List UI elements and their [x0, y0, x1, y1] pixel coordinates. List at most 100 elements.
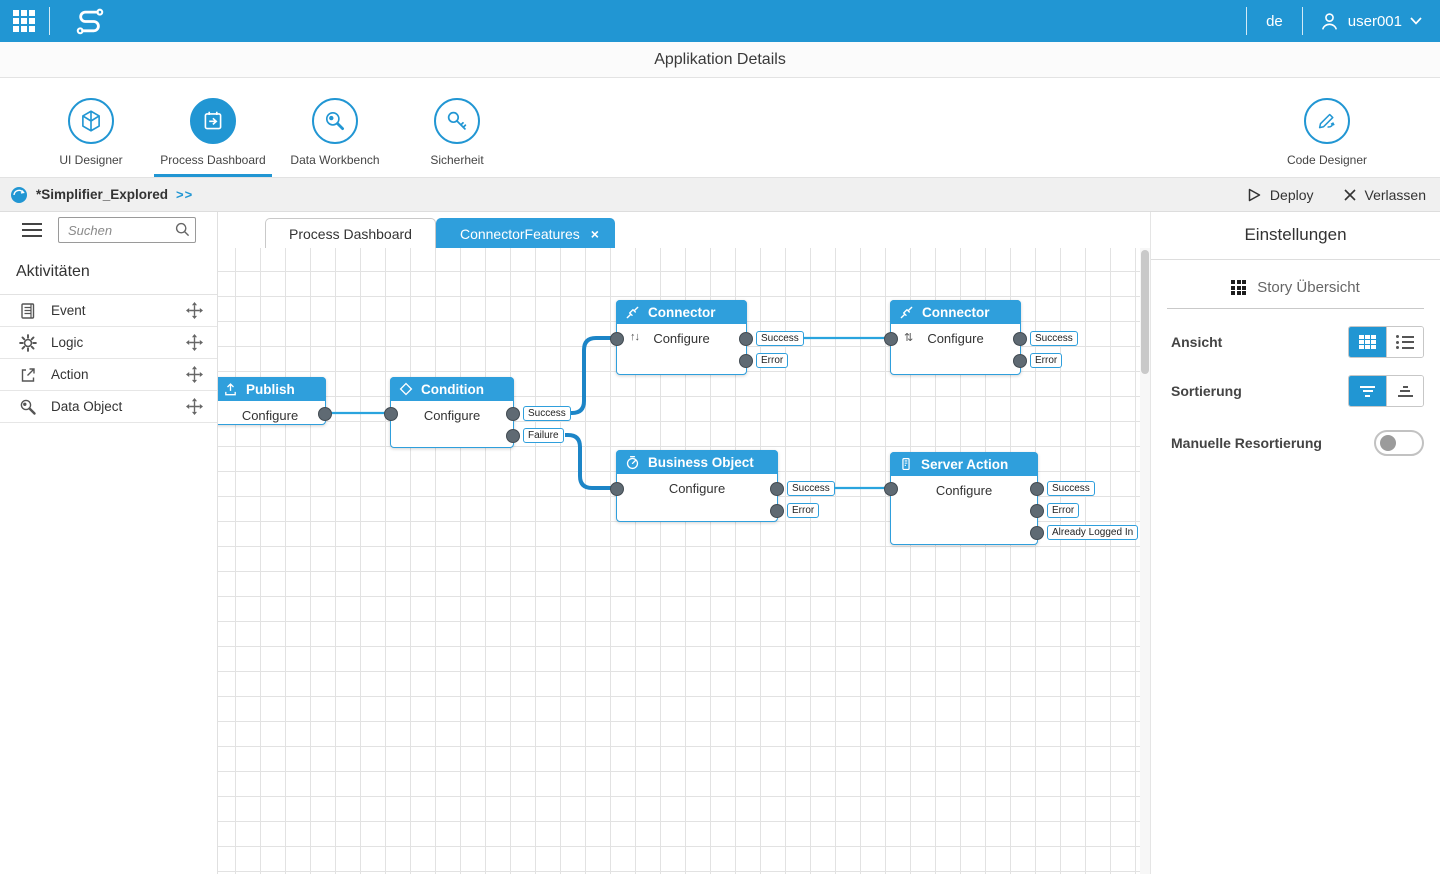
move-handle-icon[interactable]: [186, 398, 203, 415]
move-handle-icon[interactable]: [186, 334, 203, 351]
top-app-bar: de user001: [0, 0, 1440, 42]
verlassen-button[interactable]: Verlassen: [1343, 186, 1426, 203]
page-title: Applikation Details: [654, 50, 786, 68]
settings-title: Einstellungen: [1151, 212, 1440, 260]
port-label-error: Error: [1030, 353, 1063, 368]
input-port[interactable]: [884, 332, 898, 346]
sort-ascending-button[interactable]: [1386, 376, 1423, 406]
move-handle-icon[interactable]: [186, 302, 203, 319]
tab-connectorfeatures[interactable]: ConnectorFeatures ×: [435, 218, 615, 248]
port-label-success: Success: [523, 406, 571, 421]
app-launcher-icon[interactable]: [13, 10, 35, 32]
activity-item-event[interactable]: Event: [0, 295, 217, 327]
configure-link[interactable]: Configure: [927, 331, 984, 346]
nav-label: Sicherheit: [430, 153, 484, 167]
view-grid-button[interactable]: [1349, 327, 1386, 357]
configure-link[interactable]: Configure: [653, 331, 710, 346]
output-port-success[interactable]: [739, 332, 753, 346]
port-label-failure: Failure: [523, 428, 564, 443]
canvas-scrollbar: [1140, 248, 1150, 874]
connector-type-icon: ⇅: [904, 332, 913, 344]
node-title: Business Object: [648, 454, 754, 470]
key-icon: [434, 98, 480, 144]
port-label-success: Success: [756, 331, 804, 346]
output-port-success[interactable]: [1030, 482, 1044, 496]
simplifier-logo-icon[interactable]: [66, 7, 114, 35]
output-port-success[interactable]: [506, 407, 520, 421]
nav-item-process-dashboard[interactable]: Process Dashboard: [152, 78, 274, 177]
input-port[interactable]: [384, 407, 398, 421]
language-selector[interactable]: de: [1266, 12, 1283, 30]
output-port-success[interactable]: [1013, 332, 1027, 346]
flow-node-server-action[interactable]: Server Action Configure Success Error Al…: [884, 452, 1139, 545]
flow-canvas[interactable]: Publish Configure Condition Configure Su…: [218, 248, 1140, 874]
flow-connections: [326, 336, 890, 490]
manual-resort-toggle[interactable]: [1374, 430, 1424, 456]
flow-node-connector-2[interactable]: Connector ⇅ Configure Success Error: [884, 300, 1078, 375]
configure-link[interactable]: Configure: [423, 408, 481, 423]
configure-link[interactable]: Configure: [241, 408, 299, 423]
diamond-icon: [399, 382, 413, 396]
node-header: Connector: [616, 300, 747, 324]
deploy-label: Deploy: [1269, 186, 1314, 203]
pencil-arrow-icon: [1304, 98, 1350, 144]
settings-panel: Einstellungen Story Übersicht Ansicht: [1150, 212, 1440, 874]
node-header: Server Action: [890, 452, 1038, 476]
node-header: Condition: [390, 377, 514, 401]
input-port[interactable]: [884, 482, 898, 496]
cube-icon: [68, 98, 114, 144]
configure-link[interactable]: Configure: [935, 483, 993, 498]
tab-close-icon[interactable]: ×: [590, 225, 599, 242]
output-port[interactable]: [318, 407, 332, 421]
flow-node-business-object[interactable]: Business Object Configure Success Error: [610, 450, 835, 522]
activity-item-data-object[interactable]: Data Object: [0, 391, 217, 423]
breadcrumb-expand[interactable]: >>: [176, 187, 194, 202]
search-input[interactable]: [58, 217, 196, 243]
flow-node-condition[interactable]: Condition Configure Success Failure: [384, 377, 571, 448]
story-overview-button[interactable]: Story Übersicht: [1151, 260, 1440, 308]
breadcrumb-bar: *Simplifier_Explored >> Deploy Verlassen: [0, 178, 1440, 212]
sort-descending-button[interactable]: [1349, 376, 1386, 406]
output-port-error[interactable]: [1013, 354, 1027, 368]
view-segmented-control: [1348, 326, 1424, 358]
output-port-error[interactable]: [1030, 504, 1044, 518]
port-label-error: Error: [787, 503, 820, 518]
output-port-error[interactable]: [739, 354, 753, 368]
tab-process-dashboard[interactable]: Process Dashboard: [265, 218, 436, 248]
plug-icon: [900, 306, 913, 318]
move-handle-icon[interactable]: [186, 366, 203, 383]
user-menu[interactable]: user001: [1303, 11, 1440, 32]
input-port[interactable]: [610, 332, 624, 346]
app-globe-icon: [11, 186, 27, 203]
nav-item-code-designer[interactable]: Code Designer: [1266, 78, 1388, 177]
nav-item-sicherheit[interactable]: Sicherheit: [396, 78, 518, 177]
server-icon: [902, 457, 910, 471]
output-port-error[interactable]: [770, 504, 784, 518]
menu-icon[interactable]: [22, 219, 42, 241]
deploy-button[interactable]: Deploy: [1248, 187, 1314, 203]
activities-heading: Aktivitäten: [0, 248, 217, 295]
nav-label: Process Dashboard: [160, 153, 266, 167]
flow-node-connector-1[interactable]: Connector ↑↓ Configure Success Error: [610, 300, 804, 375]
node-title: Condition: [421, 381, 484, 397]
flow-node-publish[interactable]: Publish Configure: [218, 377, 332, 425]
activity-item-action[interactable]: Action: [0, 359, 217, 391]
wrench-magnifier-icon: [312, 98, 358, 144]
wire-condition-success-connector1: [569, 336, 616, 415]
output-port-success[interactable]: [770, 482, 784, 496]
search-icon: [175, 222, 190, 237]
sort-label: Sortierung: [1171, 383, 1242, 399]
output-port-already-logged-in[interactable]: [1030, 526, 1044, 540]
view-list-button[interactable]: [1386, 327, 1423, 357]
verlassen-label: Verlassen: [1364, 186, 1426, 203]
configure-link[interactable]: Configure: [668, 481, 726, 496]
export-arrow-icon: [16, 366, 40, 384]
scrollbar-thumb[interactable]: [1141, 250, 1149, 374]
activity-item-logic[interactable]: Logic: [0, 327, 217, 359]
nav-label: Data Workbench: [290, 153, 380, 167]
node-header: Business Object: [616, 450, 778, 474]
nav-item-ui-designer[interactable]: UI Designer: [30, 78, 152, 177]
input-port[interactable]: [610, 482, 624, 496]
nav-item-data-workbench[interactable]: Data Workbench: [274, 78, 396, 177]
output-port-failure[interactable]: [506, 429, 520, 443]
